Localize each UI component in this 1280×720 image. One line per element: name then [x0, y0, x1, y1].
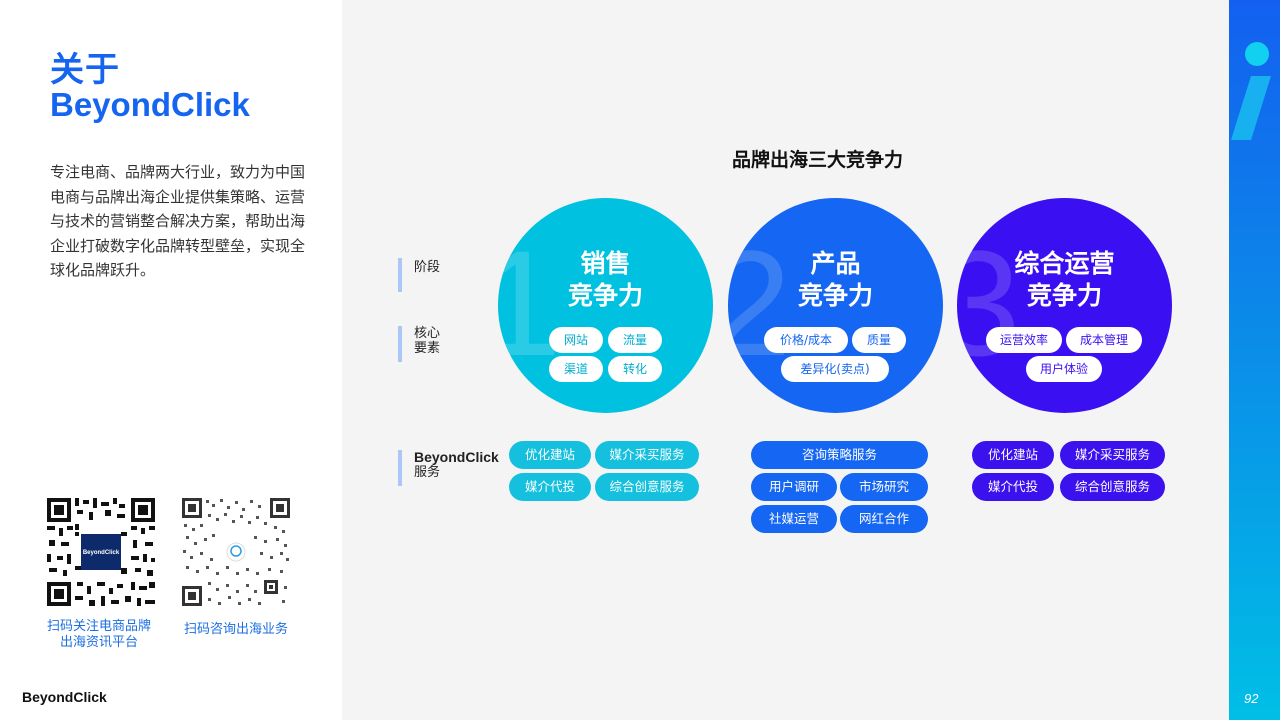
diagram-title: 品牌出海三大竞争力 [732, 149, 904, 171]
element-pill: 成本管理 [1066, 327, 1142, 353]
service-pill: 媒介代投 [509, 473, 591, 501]
circle-title-line2: 竞争力 [567, 281, 643, 310]
qr-code-icon: BeyondClick [45, 496, 157, 608]
circle-title-line1: 产品 [810, 249, 861, 278]
service-pill: 网红合作 [840, 505, 928, 533]
qr-code-wechat-official: BeyondClick [45, 496, 157, 608]
row-label-core-line2: 要素 [414, 341, 441, 356]
row-label-stage-text: 阶段 [414, 260, 441, 275]
element-pill: 价格/成本 [764, 327, 848, 353]
svg-text:BeyondClick: BeyondClick [83, 550, 120, 556]
element-pill: 运营效率 [986, 327, 1062, 353]
service-pill: 媒介采买服务 [595, 441, 699, 469]
product-competitiveness-circle: 2 产品 竞争力 价格/成本 质量 差异化(卖点) [728, 198, 943, 413]
row-label-core-line1: 核心 [414, 326, 441, 341]
page-number: 92 [1244, 691, 1259, 706]
service-pill: 媒介采买服务 [1060, 441, 1165, 469]
service-pill: 综合创意服务 [1060, 473, 1165, 501]
qr-code-icon [180, 496, 292, 608]
service-pill: 社媒运营 [751, 505, 837, 533]
qr-code-wechat-contact [180, 496, 292, 608]
brand-i-icon [1231, 42, 1271, 140]
row-label-services: BeyondClick 服务 [398, 450, 499, 486]
qr1-caption: 扫码关注电商品牌 出海资讯平台 [40, 619, 158, 651]
circle-title: 产品 竞争力 [728, 248, 943, 312]
service-pill: 咨询策略服务 [751, 441, 928, 469]
company-description: 专注电商、品牌两大行业，致力为中国电商与品牌出海企业提供集策略、运营与技术的营销… [50, 163, 306, 279]
element-pill: 质量 [852, 327, 906, 353]
circle-title: 综合运营 竞争力 [957, 248, 1172, 312]
circle-title-line1: 综合运营 [1014, 249, 1115, 278]
qr1-caption-line1: 扫码关注电商品牌 [46, 619, 151, 634]
service-pill: 综合创意服务 [595, 473, 699, 501]
element-pill: 网站 [549, 327, 603, 353]
stage-number: 1 [498, 219, 562, 387]
element-pill: 流量 [608, 327, 662, 353]
row-label-core-elements: 核心 要素 [398, 326, 440, 362]
row-label-stage: 阶段 [398, 258, 440, 292]
service-pill: 媒介代投 [972, 473, 1054, 501]
decorative-side-stripe [1229, 0, 1280, 720]
page-title-line2: BeyondClick [50, 86, 250, 123]
circle-title-line2: 竞争力 [1026, 281, 1102, 310]
sales-competitiveness-circle: 1 销售 竞争力 网站 流量 渠道 转化 [498, 198, 713, 413]
circle-title-line1: 销售 [580, 249, 631, 278]
page-title-line1: 关于 [50, 50, 120, 90]
circle-title: 销售 竞争力 [498, 248, 713, 312]
service-pill: 市场研究 [840, 473, 928, 501]
stage-number: 3 [957, 219, 1021, 387]
qr2-caption: 扫码咨询出海业务 [183, 622, 288, 637]
circle-title-line2: 竞争力 [797, 281, 873, 310]
row-label-services-line1: BeyondClick [414, 449, 499, 465]
service-pill: 用户调研 [751, 473, 837, 501]
qr1-caption-line2: 出海资讯平台 [59, 635, 138, 650]
service-pill: 优化建站 [509, 441, 591, 469]
element-pill: 转化 [608, 356, 662, 382]
service-pill: 优化建站 [972, 441, 1054, 469]
stage-number: 2 [728, 219, 792, 387]
element-pill: 差异化(卖点) [781, 356, 889, 382]
element-pill: 用户体验 [1026, 356, 1102, 382]
operations-competitiveness-circle: 3 综合运营 竞争力 运营效率 成本管理 用户体验 [957, 198, 1172, 413]
element-pill: 渠道 [549, 356, 603, 382]
left-panel: 关于 BeyondClick 专注电商、品牌两大行业，致力为中国电商与品牌出海企… [0, 0, 342, 720]
row-label-services-line2: 服务 [414, 465, 441, 480]
brand-logo: BeyondClick [22, 689, 107, 705]
